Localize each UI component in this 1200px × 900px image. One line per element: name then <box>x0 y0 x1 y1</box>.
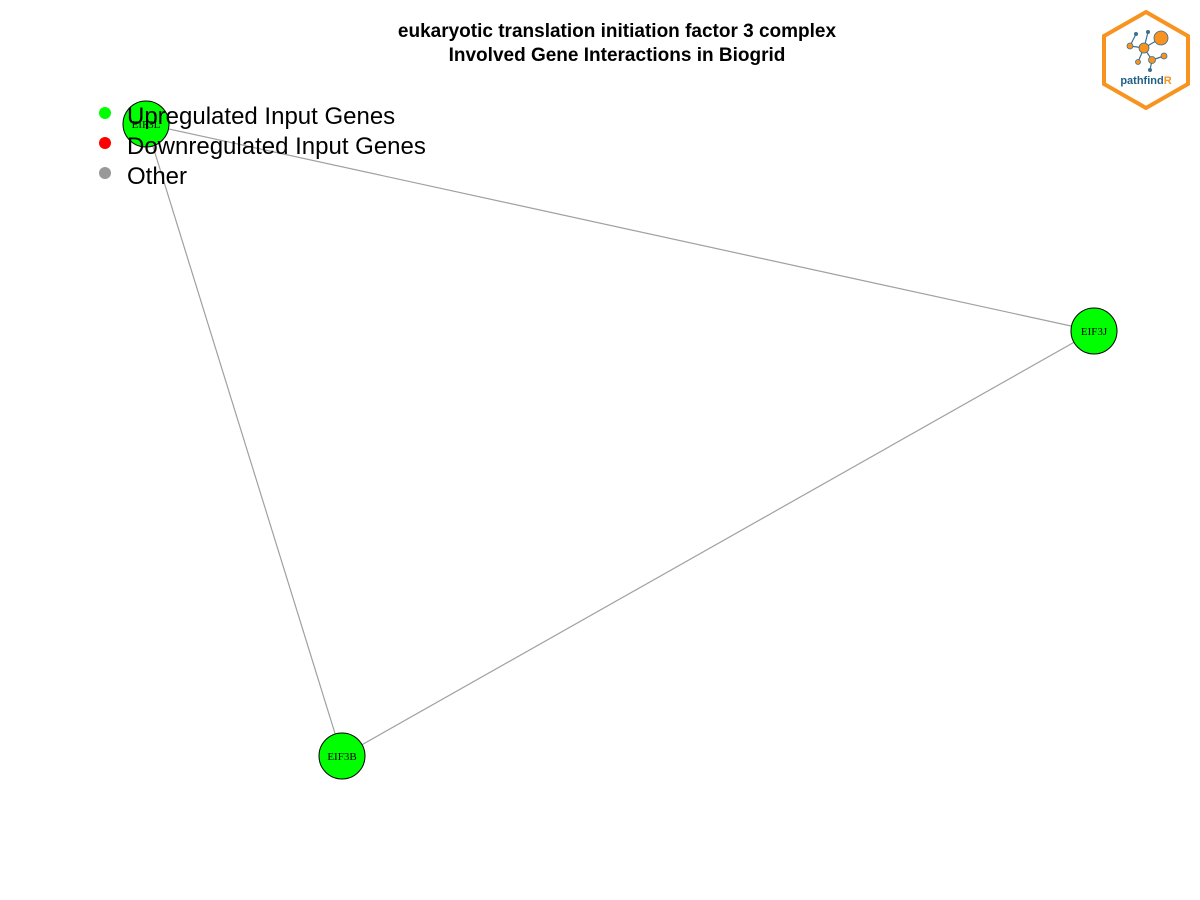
figure-title-line2: Involved Gene Interactions in Biogrid <box>448 45 786 66</box>
legend-dot-upregulated <box>99 107 111 119</box>
edge-eif3l-eif3b <box>145 123 343 757</box>
node-eif3l: EIF3L <box>122 100 170 148</box>
node-eif3j-label: EIF3J <box>1081 326 1108 338</box>
legend-dot-downregulated <box>99 137 111 149</box>
logo-wordmark: pathfindR <box>1120 75 1171 87</box>
legend-item-downregulated: Downregulated Input Genes <box>99 133 426 160</box>
edge-eif3j-eif3b <box>341 330 1095 757</box>
node-eif3l-label: EIF3L <box>132 119 161 131</box>
legend-dot-other <box>99 167 111 179</box>
logo-hexagon <box>1102 9 1190 111</box>
node-eif3b-circle <box>318 732 366 780</box>
figure-title-line1: eukaryotic translation initiation factor… <box>397 21 837 42</box>
nodes-layer: EIF3L EIF3J EIF3B <box>122 100 1118 780</box>
legend-item-upregulated: Upregulated Input Genes <box>99 103 395 130</box>
pathfindr-logo: pathfindR <box>1102 9 1190 111</box>
node-eif3j: EIF3J <box>1070 307 1118 355</box>
legend-label-downregulated: Downregulated Input Genes <box>127 133 426 160</box>
logo-network-icon <box>1126 30 1169 72</box>
edge-eif3l-eif3j <box>145 123 1095 332</box>
legend-item-other: Other <box>99 163 187 190</box>
edges-layer <box>145 123 1095 757</box>
logo-wordmark-accent: R <box>1164 75 1172 87</box>
legend: Upregulated Input Genes Downregulated In… <box>99 103 426 190</box>
legend-label-other: Other <box>127 163 187 190</box>
node-eif3b: EIF3B <box>318 732 366 780</box>
node-eif3b-label: EIF3B <box>327 751 356 763</box>
legend-label-upregulated: Upregulated Input Genes <box>127 103 395 130</box>
node-eif3l-circle <box>122 100 170 148</box>
logo-wordmark-main: pathfind <box>1120 75 1163 87</box>
node-eif3j-circle <box>1070 307 1118 355</box>
